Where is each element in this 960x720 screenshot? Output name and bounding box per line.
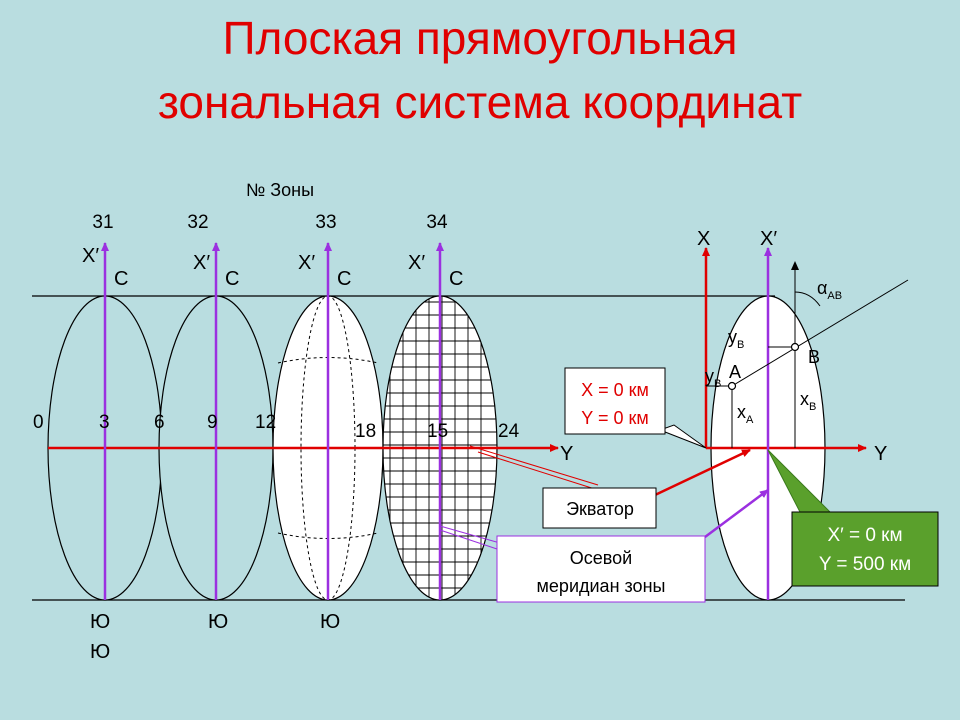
equator-box-label: Экватор	[566, 499, 634, 519]
meridian-label-0: 0	[33, 412, 44, 433]
point-a-marker	[727, 381, 737, 391]
point-a-label: A	[729, 362, 741, 382]
meridian-label-9: 9	[207, 412, 218, 433]
zone-number-32: 32	[187, 212, 208, 233]
origin-box-line-1: X = 0 км	[581, 380, 649, 400]
xa-label: xA	[737, 402, 754, 426]
shifted-origin-box	[791, 511, 939, 587]
zone-number-31: 31	[92, 212, 113, 233]
meridian-label-24: 24	[498, 421, 520, 442]
south-label-31: Ю	[90, 611, 110, 633]
zone-number-34: 34	[426, 212, 448, 233]
shifted-box-line-1: X′ = 0 км	[827, 525, 902, 546]
north-label-31: С	[114, 268, 128, 290]
north-label-34: С	[449, 268, 463, 290]
north-label-32: С	[225, 268, 239, 290]
axial-meridian-box-line-2: меридиан зоны	[537, 576, 666, 596]
xb-label: xB	[800, 389, 816, 413]
x-prime-label-32: X′	[193, 252, 210, 274]
origin-box	[564, 367, 666, 435]
x-prime-label-34: X′	[408, 252, 425, 274]
axial-meridian-box	[496, 535, 706, 603]
meridian-label-15: 15	[427, 421, 448, 442]
callout-connectors	[439, 424, 832, 551]
meridian-label-6: 6	[154, 412, 165, 433]
coordinate-construction	[706, 261, 909, 448]
meridian-label-18: 18	[355, 421, 376, 442]
axial-meridian-box-line-1: Осевой	[570, 548, 632, 568]
y-axis-label-left: Y	[560, 443, 573, 465]
equator-box	[542, 487, 657, 529]
yb-top-label: yB	[728, 327, 744, 351]
title-line-2: зональная система координат	[157, 76, 803, 128]
x-prime-axis-label: X′	[760, 228, 777, 250]
slide-title: Плоская прямоугольная зональная система …	[0, 6, 960, 134]
x-prime-label-31: X′	[82, 245, 99, 267]
x-axis-label: X	[697, 228, 710, 250]
point-b-label: B	[808, 347, 820, 367]
alpha-ab-label: αAB	[817, 278, 842, 302]
yb-left-label: yB	[705, 366, 721, 390]
meridian-label-3: 3	[99, 412, 110, 433]
title-line-1: Плоская прямоугольная	[222, 12, 738, 64]
origin-box-line-2: Y = 0 км	[581, 408, 648, 428]
point-b-marker	[790, 342, 800, 352]
zones-caption: № Зоны	[246, 180, 314, 200]
meridian-label-12: 12	[255, 412, 276, 433]
shifted-box-line-2: Y = 500 км	[819, 554, 911, 575]
x-prime-label-33: X′	[298, 252, 315, 274]
zone-number-33: 33	[315, 212, 336, 233]
y-axis-label-right: Y	[874, 443, 887, 465]
north-label-33: С	[337, 268, 351, 290]
south-label-33: Ю	[320, 611, 340, 633]
south-label-32: Ю	[208, 611, 228, 633]
south-label-31b: Ю	[90, 641, 110, 663]
